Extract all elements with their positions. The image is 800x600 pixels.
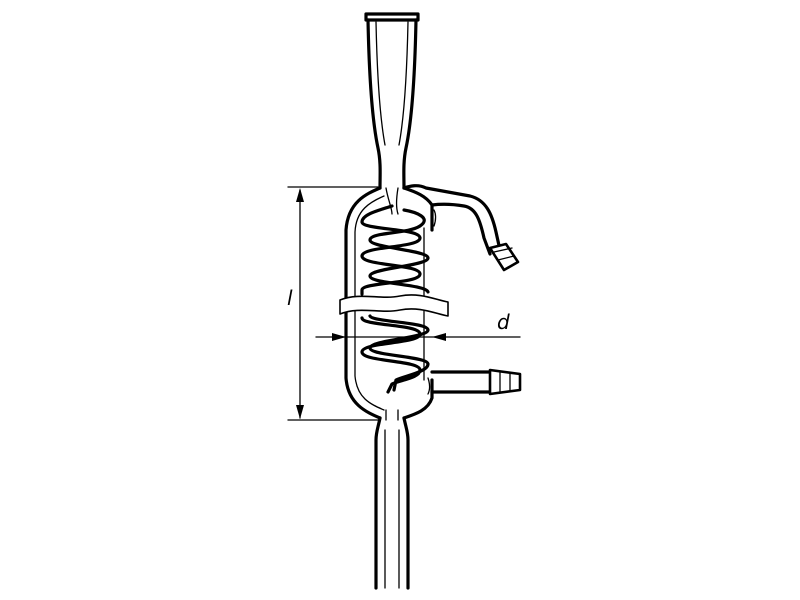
coil-upper xyxy=(360,204,430,296)
length-dimension xyxy=(287,186,379,421)
lower-side-arm xyxy=(427,368,522,396)
inner-tube xyxy=(385,187,399,421)
coil-lower xyxy=(360,314,430,394)
upper-side-arm xyxy=(402,184,520,272)
diameter-label: d xyxy=(497,310,510,334)
diameter-dimension xyxy=(315,333,521,341)
bottom-outlet-tube xyxy=(374,416,410,590)
length-label: l xyxy=(287,286,293,310)
top-inlet-tube xyxy=(364,12,420,190)
break-lines xyxy=(339,294,449,317)
